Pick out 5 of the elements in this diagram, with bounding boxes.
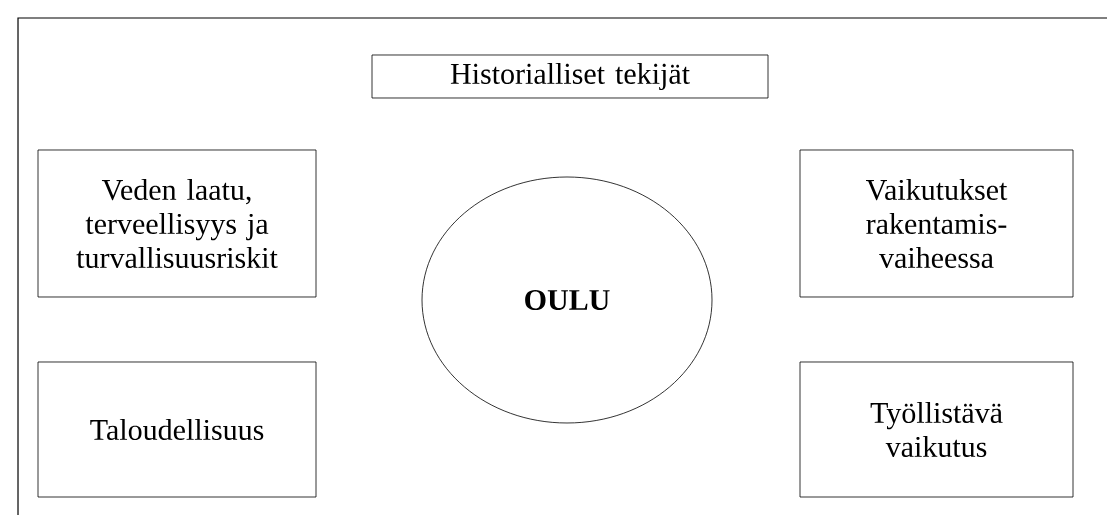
text-box: Työllistävä vaikutus <box>799 361 1074 498</box>
text-box: Taloudellisuus <box>37 361 317 498</box>
text-box: Historialliset tekijät <box>371 54 769 99</box>
text-box: Vaikutukset rakentamis- vaiheessa <box>799 149 1074 298</box>
text-box: Veden laatu, terveellisyys ja turvallisuusriskit <box>37 149 317 298</box>
